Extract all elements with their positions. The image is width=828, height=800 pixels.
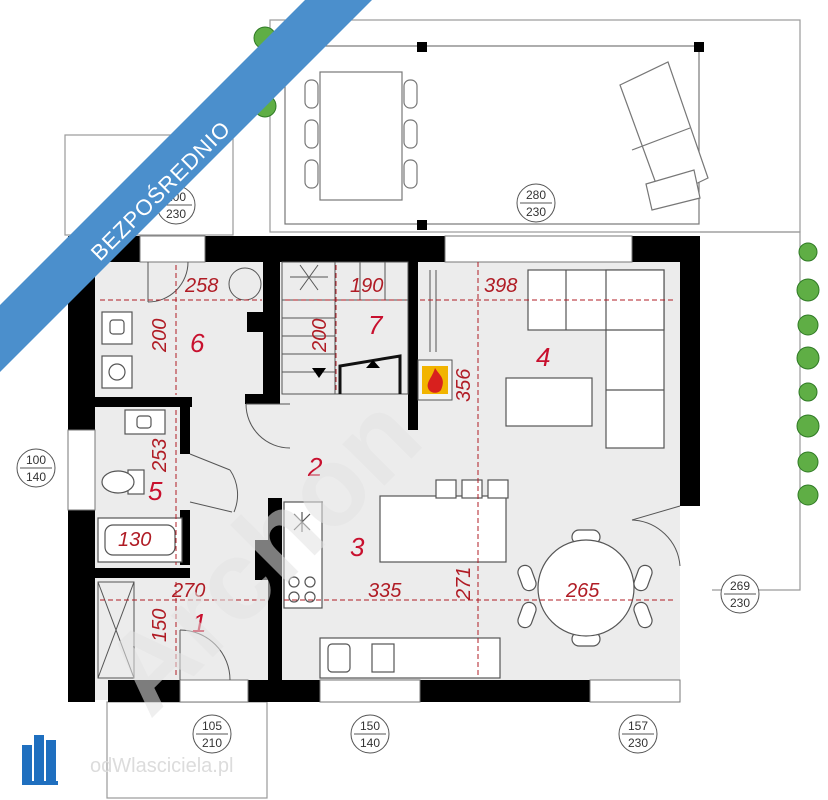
kitchen-island [379, 479, 509, 563]
room-number: 3 [350, 532, 365, 562]
footer-logo: odWlasciciela.pl [22, 735, 233, 785]
dimension-label: 271 [453, 567, 475, 601]
buildings-icon [22, 735, 58, 785]
stair-arrow-up-icon [366, 360, 380, 368]
dimension-lines [100, 262, 676, 678]
fireplace [417, 270, 453, 401]
svg-text:269: 269 [730, 579, 750, 593]
window-tag: 280 230 [516, 183, 556, 223]
svg-text:100: 100 [26, 453, 46, 467]
room-number: 5 [148, 476, 163, 506]
terrace-rear [269, 19, 801, 233]
svg-text:210: 210 [202, 736, 222, 750]
svg-text:230: 230 [730, 596, 750, 610]
window-tag: 157 230 [618, 714, 658, 754]
sun-lounger [619, 61, 709, 211]
room-number: 6 [190, 328, 205, 358]
svg-text:230: 230 [628, 736, 648, 750]
flame-icon [427, 368, 443, 393]
window-tag: 105 210 [192, 714, 232, 754]
bathroom-fixtures [97, 311, 183, 563]
kitchen-counters [283, 501, 501, 679]
window-openings [67, 235, 681, 703]
stair-arrow-down-icon [312, 368, 326, 378]
dimension-label: 130 [118, 529, 151, 551]
outdoor-dining-set [304, 71, 418, 201]
room-number: 4 [536, 342, 550, 372]
room-number: 1 [192, 608, 206, 638]
dimension-label: 335 [368, 580, 402, 602]
hedge-plants-right [796, 242, 820, 506]
staircase [281, 261, 409, 395]
svg-text:140: 140 [26, 470, 46, 484]
dimension-label: 190 [350, 275, 383, 297]
hall-wardrobe [97, 581, 135, 679]
dimension-label: 265 [565, 580, 600, 602]
dimension-label: 200 [149, 319, 171, 353]
svg-text:230: 230 [166, 207, 186, 221]
terrace-side [700, 231, 801, 591]
svg-text:157: 157 [628, 719, 648, 733]
footer-logo-text: odWlasciciela.pl [90, 755, 233, 777]
svg-text:105: 105 [202, 719, 222, 733]
window-tag: 100 140 [16, 448, 56, 488]
dimension-label: 258 [184, 275, 218, 297]
dining-table [517, 529, 653, 647]
dimension-label: 200 [309, 319, 331, 353]
room-number: 2 [307, 452, 323, 482]
left-path [64, 134, 234, 236]
svg-text:140: 140 [360, 736, 380, 750]
window-tag: 269 230 [720, 574, 760, 614]
dimension-label: 270 [171, 580, 205, 602]
window-tag: 150 140 [350, 714, 390, 754]
svg-text:150: 150 [360, 719, 380, 733]
dimension-label: 356 [453, 368, 475, 402]
svg-text:230: 230 [526, 205, 546, 219]
dimension-label: 398 [484, 275, 517, 297]
room-number: 7 [368, 310, 384, 340]
dimension-label: 150 [149, 609, 171, 642]
svg-text:280: 280 [526, 188, 546, 202]
walls [68, 236, 700, 702]
dimension-label: 253 [149, 439, 171, 473]
